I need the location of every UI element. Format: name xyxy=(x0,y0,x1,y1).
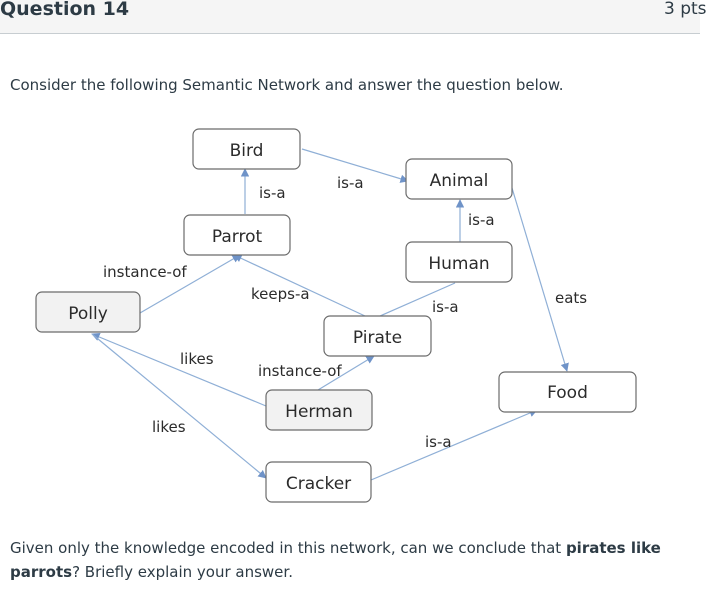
label-polly-parrot: instance-of xyxy=(103,263,187,281)
node-herman-label: Herman xyxy=(285,402,353,422)
question-text-before: Given only the knowledge encoded in this… xyxy=(10,539,566,557)
node-food-label: Food xyxy=(547,383,588,403)
edge-polly-cracker xyxy=(91,333,267,479)
node-parrot-label: Parrot xyxy=(212,227,263,247)
node-cracker: Cracker xyxy=(265,461,372,503)
question-emphasis: pirates like parrots xyxy=(10,539,661,581)
question-text: Given only the knowledge encoded in this… xyxy=(10,536,700,584)
node-pirate-label: Pirate xyxy=(353,328,402,348)
edge-animal-food xyxy=(511,187,569,372)
label-herman-polly: likes xyxy=(180,350,214,368)
label-parrot-bird: is-a xyxy=(259,184,286,202)
edge-cracker-food xyxy=(370,409,538,481)
node-pirate: Pirate xyxy=(323,315,432,357)
edge-herman-polly xyxy=(91,333,267,407)
node-animal: Animal xyxy=(405,158,513,200)
node-bird: Bird xyxy=(192,128,301,170)
node-cracker-label: Cracker xyxy=(286,474,351,494)
label-pirate-human: is-a xyxy=(432,298,459,316)
node-food: Food xyxy=(498,371,637,413)
edge-polly-parrot xyxy=(139,254,241,314)
question-points: 3 pts xyxy=(664,0,707,19)
node-parrot: Parrot xyxy=(183,214,291,256)
edge-herman-pirate xyxy=(317,355,375,391)
label-animal-food: eats xyxy=(555,289,587,307)
label-polly-cracker: likes xyxy=(152,418,186,436)
question-title: Question 14 xyxy=(0,0,130,20)
node-human-label: Human xyxy=(428,254,489,274)
edge-pirate-parrot xyxy=(233,254,366,317)
node-herman: Herman xyxy=(265,389,373,431)
node-polly: Polly xyxy=(35,291,141,333)
node-bird-label: Bird xyxy=(230,141,264,161)
edge-bird-animal xyxy=(301,148,409,183)
label-herman-pirate: instance-of xyxy=(258,362,342,380)
label-bird-animal: is-a xyxy=(337,174,364,192)
edge-pirate-human xyxy=(379,282,456,317)
node-human: Human xyxy=(405,241,513,283)
question-text-after: ? Briefly explain your answer. xyxy=(72,563,293,581)
label-cracker-food: is-a xyxy=(425,433,452,451)
question-prompt: Consider the following Semantic Network … xyxy=(10,76,564,94)
node-polly-label: Polly xyxy=(68,304,108,324)
label-human-animal: is-a xyxy=(468,211,495,229)
node-animal-label: Animal xyxy=(430,171,489,191)
label-pirate-parrot: keeps-a xyxy=(251,285,310,303)
question-header: Question 14 3 pts xyxy=(0,0,707,34)
